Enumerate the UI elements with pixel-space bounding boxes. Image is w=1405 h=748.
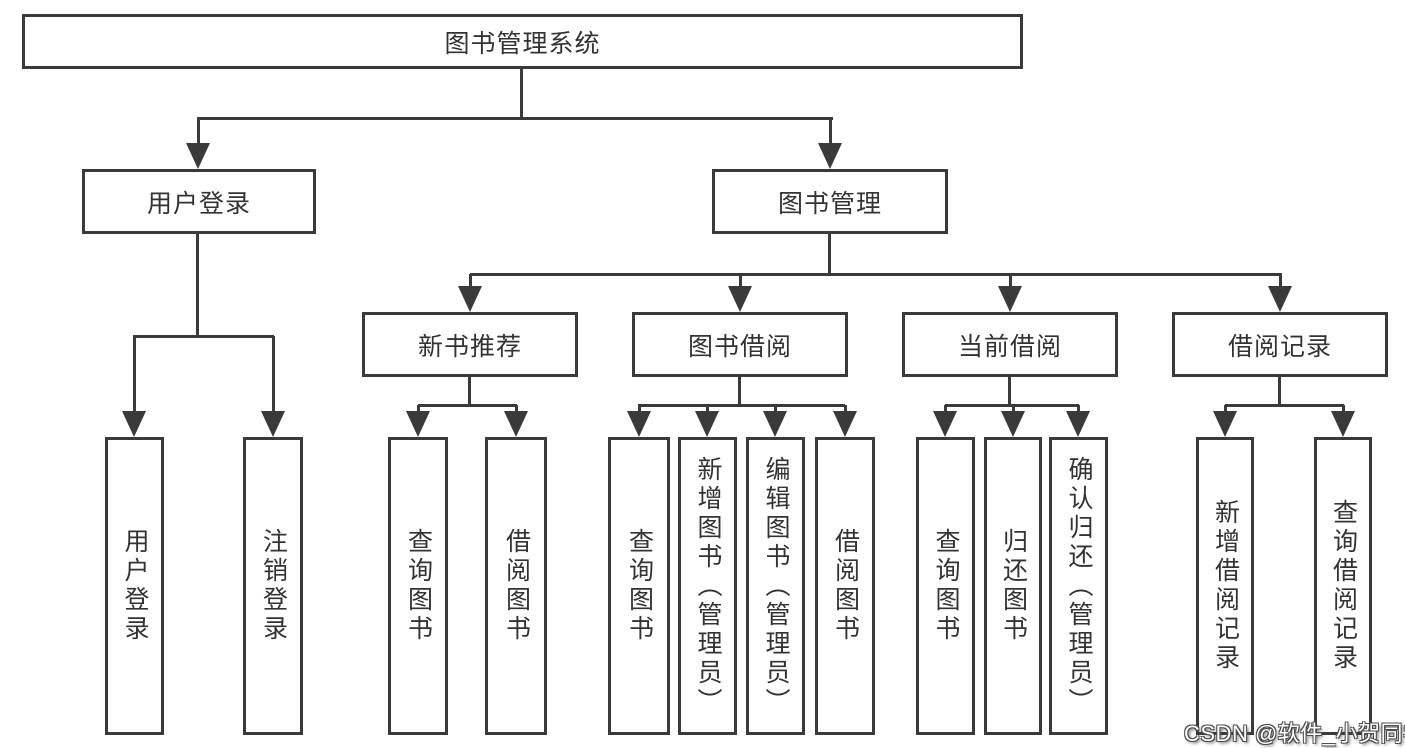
connector-line: [271, 336, 275, 415]
arrow-down-icon: [933, 411, 957, 437]
leaf-borrow-edit-books-admin-label: 编辑图书（管理员）: [762, 455, 790, 717]
leaf-borrow-query-books: 查询图书: [608, 437, 670, 735]
leaf-newbook-query-books-label: 查询图书: [404, 528, 433, 644]
leaf-records-query-record-label: 查询借阅记录: [1329, 499, 1358, 673]
node-book-borrow-label: 图书借阅: [687, 332, 792, 361]
arrow-down-icon: [627, 411, 651, 437]
node-borrow-records-label: 借阅记录: [1227, 332, 1332, 361]
node-current-borrow-label: 当前借阅: [957, 332, 1062, 361]
node-library-system-label: 图书管理系统: [444, 29, 601, 58]
connector-line: [468, 274, 472, 290]
connector-line: [1011, 405, 1015, 415]
node-borrow-records: 借阅记录: [1172, 312, 1388, 377]
connector-line: [943, 405, 947, 415]
node-book-borrow: 图书借阅: [632, 312, 848, 377]
leaf-current-confirm-return-admin-label: 确认归还（管理员）: [1065, 455, 1093, 717]
connector-line: [1223, 405, 1227, 415]
leaf-current-return-books: 归还图书: [984, 437, 1042, 735]
arrow-down-icon: [1331, 411, 1355, 437]
arrow-down-icon: [1268, 286, 1292, 312]
leaf-current-query-books-label: 查询图书: [932, 528, 960, 644]
connector-line: [638, 403, 845, 407]
leaf-borrow-query-books-label: 查询图书: [625, 528, 654, 644]
arrow-down-icon: [1001, 411, 1025, 437]
leaf-borrow-edit-books-admin: 编辑图书（管理员）: [746, 437, 805, 735]
connector-line: [1008, 274, 1012, 290]
node-user-login-label: 用户登录: [146, 189, 251, 218]
leaf-logout-label: 注销登录: [259, 528, 288, 644]
connector-line: [705, 405, 709, 415]
arrow-down-icon: [261, 411, 285, 437]
arrow-down-icon: [186, 143, 210, 169]
connector-line: [418, 403, 517, 407]
arrow-down-icon: [998, 286, 1022, 312]
connector-line: [843, 405, 847, 415]
connector-line: [738, 274, 742, 290]
leaf-newbook-borrow-books-label: 借阅图书: [502, 528, 531, 644]
connector-line: [467, 377, 471, 407]
node-user-login: 用户登录: [82, 169, 316, 234]
connector-line: [470, 272, 1282, 276]
node-library-system: 图书管理系统: [22, 14, 1023, 69]
leaf-borrow-borrow-books-label: 借阅图书: [831, 528, 860, 644]
connector-line: [637, 405, 641, 415]
connector-line: [1341, 405, 1345, 415]
arrow-down-icon: [122, 411, 146, 437]
leaf-newbook-query-books: 查询图书: [388, 437, 448, 735]
connector-line: [197, 116, 833, 120]
connector-line: [1225, 403, 1344, 407]
node-current-borrow: 当前借阅: [902, 312, 1118, 377]
leaf-user-login: 用户登录: [105, 437, 164, 735]
leaf-current-return-books-label: 归还图书: [999, 528, 1028, 644]
arrow-down-icon: [695, 411, 719, 437]
connector-line: [195, 233, 199, 338]
leaf-records-add-record-label: 新增借阅记录: [1211, 499, 1240, 673]
connector-line: [132, 336, 136, 415]
connector-line: [737, 377, 741, 407]
connector-line: [773, 405, 777, 415]
leaf-current-query-books: 查询图书: [916, 437, 975, 735]
arrow-down-icon: [406, 411, 430, 437]
connector-line: [1278, 274, 1282, 290]
node-new-book-recommend: 新书推荐: [362, 312, 578, 377]
connector-line: [133, 334, 274, 338]
leaf-logout: 注销登录: [243, 437, 303, 735]
connector-line: [514, 405, 518, 415]
leaf-current-confirm-return-admin: 确认归还（管理员）: [1049, 437, 1108, 735]
arrow-down-icon: [1213, 411, 1237, 437]
arrow-down-icon: [458, 286, 482, 312]
leaf-borrow-add-books-admin: 新增图书（管理员）: [678, 437, 737, 735]
leaf-borrow-add-books-admin-label: 新增图书（管理员）: [694, 455, 722, 717]
arrow-down-icon: [763, 411, 787, 437]
leaf-records-query-record: 查询借阅记录: [1314, 437, 1372, 735]
node-new-book-recommend-label: 新书推荐: [417, 332, 522, 361]
leaf-borrow-borrow-books: 借阅图书: [815, 437, 875, 735]
arrow-down-icon: [504, 411, 528, 437]
arrow-down-icon: [1066, 411, 1090, 437]
leaf-user-login-label: 用户登录: [121, 528, 149, 644]
connector-line: [519, 68, 523, 120]
connector-line: [416, 405, 420, 415]
leaf-records-add-record: 新增借阅记录: [1196, 437, 1254, 735]
connector-line: [1007, 377, 1011, 407]
connector-line: [828, 118, 832, 147]
arrow-down-icon: [833, 411, 857, 437]
connector-line: [827, 233, 831, 276]
leaf-newbook-borrow-books: 借阅图书: [485, 437, 547, 735]
node-book-management-label: 图书管理: [777, 189, 882, 218]
connector-line: [196, 118, 200, 147]
arrow-down-icon: [728, 286, 752, 312]
connector-line: [1076, 405, 1080, 415]
arrow-down-icon: [818, 143, 842, 169]
connector-line: [1277, 377, 1281, 407]
node-book-management: 图书管理: [712, 169, 948, 234]
watermark: CSDN @软件_小贺同学: [1184, 721, 1405, 746]
